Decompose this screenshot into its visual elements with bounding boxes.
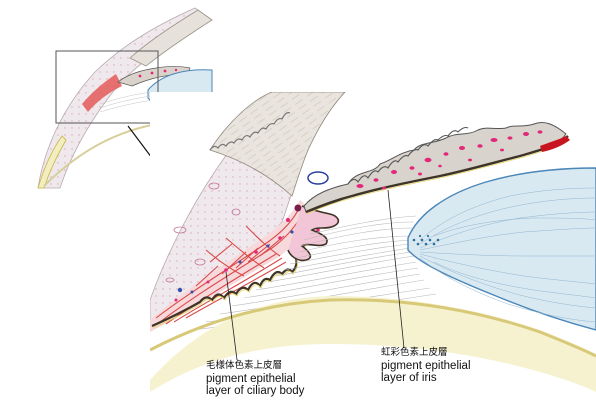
retina-band xyxy=(150,298,596,358)
ciliary-pigment-label: 毛様体色素上皮層 pigment epithelial layer of cil… xyxy=(206,360,305,398)
ciliary-label-en-line2: layer of ciliary body xyxy=(206,385,305,398)
overview-ciliary-muscle xyxy=(82,74,122,112)
ciliary-leader-line xyxy=(225,271,238,361)
schlemm-canal xyxy=(307,171,329,185)
corneal-epithelium xyxy=(209,112,291,151)
iris-pigment-epithelium xyxy=(305,135,569,214)
iris-label-jp: 虹彩色素上皮層 xyxy=(381,347,448,358)
iris-label-en-line2: layer of iris xyxy=(381,372,437,385)
iris-sphincter-muscle xyxy=(540,136,570,152)
ciliary-muscle-fibers xyxy=(155,205,305,325)
iris-pigment-label: 虹彩色素上皮層 pigment epithelial layer of iris xyxy=(381,347,471,385)
ciliary-label-en-line1: pigment epithelial xyxy=(206,372,296,385)
lens xyxy=(407,167,596,331)
cornea xyxy=(209,92,346,197)
iris-anterior-border xyxy=(347,126,469,185)
iris-stroma-spots xyxy=(356,130,543,190)
lens-equator-cells xyxy=(412,234,440,246)
overview-retina xyxy=(37,135,67,189)
iris-leader-line xyxy=(387,189,405,349)
iris-label-en-line1: pigment epithelial xyxy=(381,359,471,372)
zoom-selection-box xyxy=(55,50,159,124)
overview-cornea xyxy=(129,9,213,67)
lens-fibers xyxy=(419,187,596,323)
overview-iris xyxy=(117,66,191,87)
enlarged-diagram xyxy=(150,92,596,392)
ciliary-label-jp: 毛様体色素上皮層 xyxy=(206,360,283,371)
